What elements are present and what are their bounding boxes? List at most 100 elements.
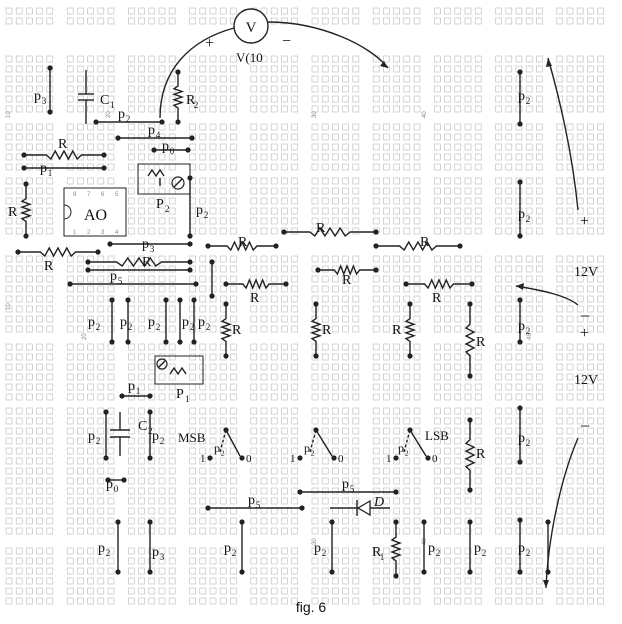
breadboard-hole	[393, 65, 400, 73]
breadboard-hole	[250, 597, 258, 605]
breadboard-hole	[566, 343, 574, 351]
breadboard-hole	[597, 95, 604, 103]
breadboard-hole	[597, 143, 604, 151]
breadboard-hole	[270, 55, 278, 63]
breadboard-hole	[230, 517, 237, 525]
breadboard-hole	[15, 587, 23, 595]
breadboard-hole	[332, 343, 339, 351]
breadboard-hole	[372, 447, 380, 455]
column-number: 20	[82, 333, 88, 340]
breadboard-hole	[444, 353, 451, 361]
breadboard-hole	[444, 217, 451, 225]
breadboard-hole	[587, 427, 594, 435]
potentiometer-p1: P 1	[154, 355, 204, 404]
breadboard-hole	[383, 285, 390, 293]
breadboard-hole	[393, 597, 400, 605]
breadboard-hole	[383, 153, 390, 161]
breadboard-hole	[352, 227, 360, 235]
breadboard-hole	[26, 517, 33, 525]
breadboard-hole	[434, 467, 441, 475]
breadboard-hole	[199, 207, 207, 215]
breadboard-hole	[342, 143, 349, 151]
breadboard-hole	[230, 497, 237, 505]
breadboard-hole	[189, 587, 196, 595]
breadboard-hole	[250, 587, 258, 595]
wire-end	[163, 297, 169, 303]
breadboard-hole	[434, 427, 441, 435]
breadboard-hole	[311, 55, 319, 63]
breadboard-hole	[587, 305, 594, 313]
breadboard-hole	[536, 547, 543, 555]
breadboard-hole	[536, 507, 543, 515]
breadboard-hole	[230, 407, 237, 415]
breadboard-hole	[525, 447, 533, 455]
breadboard-hole	[403, 285, 411, 293]
breadboard-hole	[311, 217, 319, 225]
breadboard-hole	[403, 227, 411, 235]
pin-number: 7	[87, 192, 91, 198]
breadboard-hole	[97, 487, 105, 495]
breadboard-hole	[219, 507, 227, 515]
breadboard-hole	[587, 557, 594, 565]
breadboard-hole	[495, 557, 502, 565]
breadboard-hole	[536, 497, 543, 505]
breadboard-hole	[393, 477, 400, 485]
breadboard-hole	[495, 65, 502, 73]
breadboard-hole	[342, 85, 349, 93]
breadboard-hole	[332, 123, 339, 131]
breadboard-hole	[393, 295, 400, 303]
breadboard-hole	[311, 105, 319, 113]
breadboard-hole	[556, 577, 564, 585]
breadboard-hole	[352, 383, 360, 391]
breadboard-hole	[66, 587, 74, 595]
breadboard-hole	[454, 325, 462, 333]
breadboard-hole	[250, 207, 258, 215]
breadboard-hole	[148, 217, 156, 225]
breadboard-hole	[311, 197, 319, 205]
breadboard-hole	[352, 527, 360, 535]
breadboard-hole	[219, 393, 227, 401]
breadboard-hole	[158, 507, 166, 515]
breadboard-hole	[403, 7, 411, 15]
breadboard-hole	[525, 227, 533, 235]
breadboard-hole	[250, 497, 258, 505]
breadboard-hole	[413, 75, 421, 83]
breadboard-hole	[291, 55, 298, 63]
breadboard-hole	[321, 507, 329, 515]
breadboard-hole	[403, 17, 411, 25]
breadboard-hole	[168, 447, 176, 455]
breadboard-hole	[15, 477, 23, 485]
breadboard-hole	[26, 275, 33, 283]
breadboard-hole	[311, 153, 319, 161]
breadboard-hole	[352, 65, 360, 73]
breadboard-hole	[291, 587, 298, 595]
breadboard-hole	[536, 133, 543, 141]
component-label: p	[518, 541, 525, 556]
breadboard-hole	[321, 547, 329, 555]
breadboard-hole	[403, 517, 411, 525]
breadboard-hole	[46, 17, 54, 25]
pin-number: 8	[73, 192, 77, 198]
breadboard-hole	[128, 363, 135, 371]
breadboard-hole	[230, 285, 237, 293]
breadboard-hole	[5, 207, 13, 215]
breadboard-hole	[189, 7, 196, 15]
breadboard-hole	[413, 65, 421, 73]
breadboard-hole	[87, 75, 94, 83]
breadboard-hole	[525, 265, 533, 273]
breadboard-hole	[383, 217, 390, 225]
breadboard-hole	[474, 587, 482, 595]
breadboard-hole	[5, 507, 13, 515]
breadboard-hole	[189, 597, 196, 605]
breadboard-hole	[46, 437, 54, 445]
breadboard-hole	[97, 497, 105, 505]
wire-end	[209, 259, 215, 265]
breadboard-hole	[403, 187, 411, 195]
breadboard-hole	[15, 305, 23, 313]
component-label: R	[238, 235, 248, 250]
breadboard-hole	[372, 343, 380, 351]
breadboard-hole	[158, 517, 166, 525]
breadboard-hole	[413, 383, 421, 391]
breadboard-hole	[107, 567, 115, 575]
breadboard-hole	[97, 407, 105, 415]
